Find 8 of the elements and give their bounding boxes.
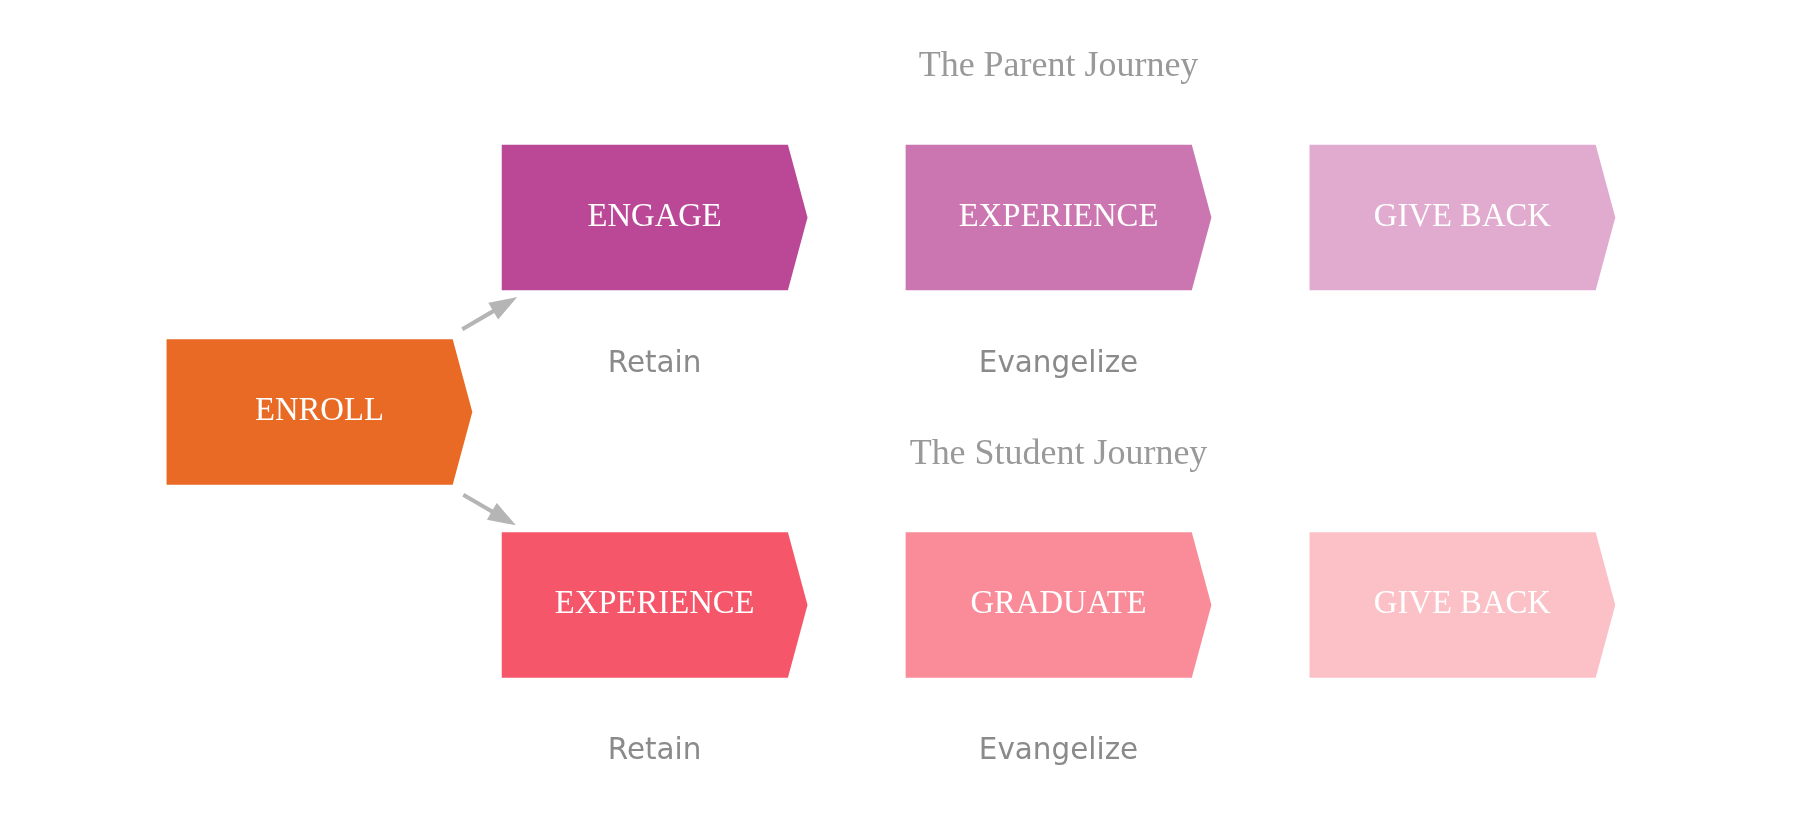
label: Retain — [607, 344, 702, 379]
label: Evangelize — [978, 344, 1139, 379]
label: The Parent Journey — [918, 44, 1199, 85]
arrow — [462, 493, 516, 526]
arrow — [461, 297, 518, 332]
label: The Student Journey — [909, 431, 1208, 472]
label: Evangelize — [978, 732, 1139, 767]
label: Retain — [607, 732, 702, 767]
